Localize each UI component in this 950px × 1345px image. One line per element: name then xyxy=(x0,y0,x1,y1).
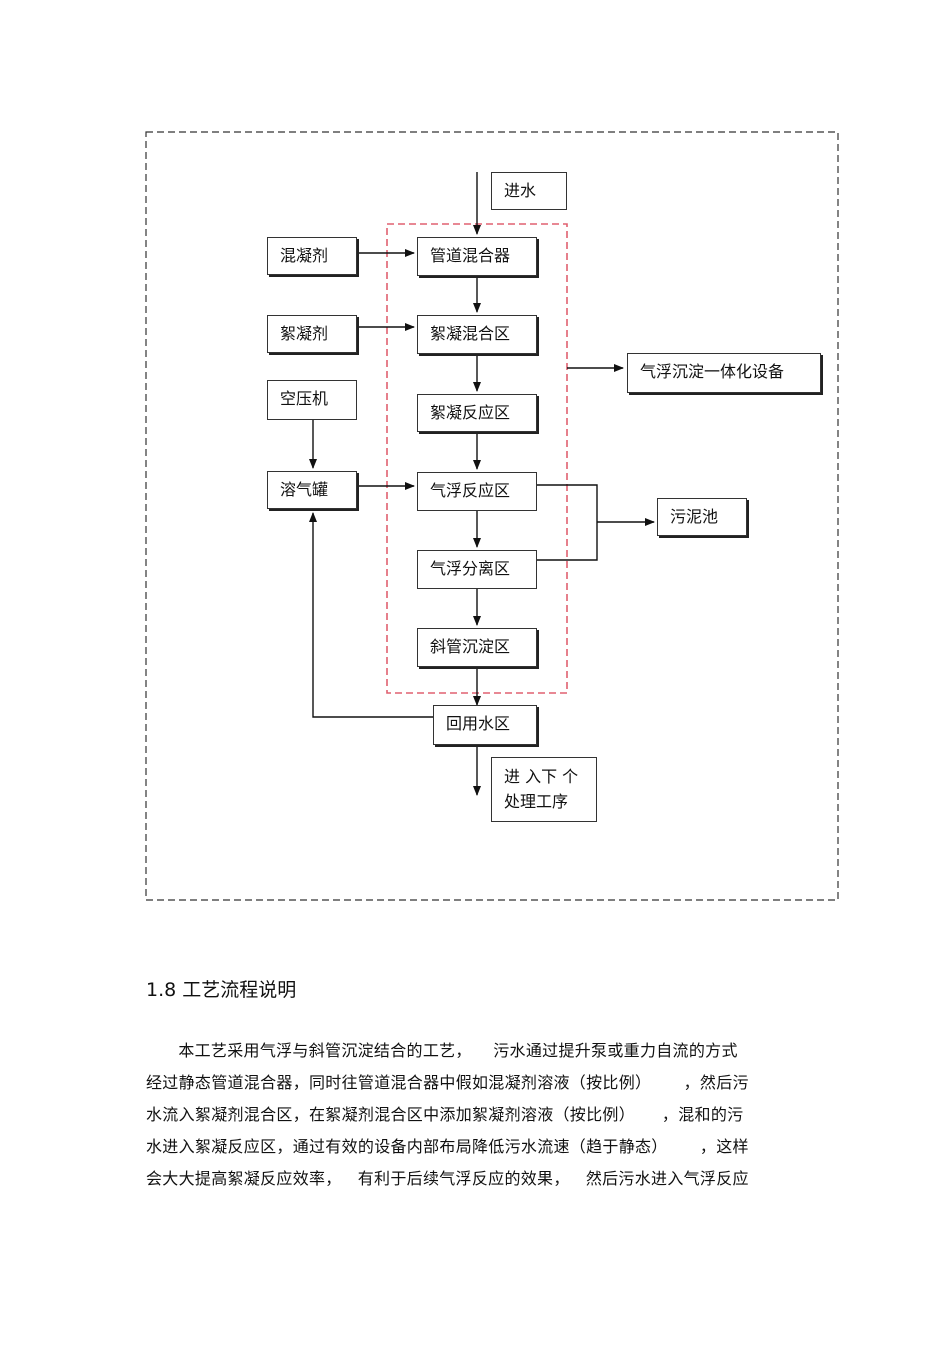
inlet-box: 进水 xyxy=(491,172,567,210)
flocculant-box: 絮凝剂 xyxy=(267,315,357,353)
float-reaction-zone-box: 气浮反应区 xyxy=(417,472,537,511)
paragraph-line: 水进入絮凝反应区，通过有效的设备内部布局降低污水流速（趋于静态） ，这样 xyxy=(146,1137,749,1156)
air-compressor-box: 空压机 xyxy=(267,380,357,420)
section-paragraph: 本工艺采用气浮与斜管沉淀结合的工艺， 污水通过提升泵或重力自流的方式 经过静态管… xyxy=(146,1035,806,1195)
coagulant-box: 混凝剂 xyxy=(267,237,357,275)
reuse-water-zone-box: 回用水区 xyxy=(433,705,537,745)
arrow-reuse-to-tank xyxy=(309,512,433,718)
process-flow-diagram xyxy=(145,131,839,901)
sludge-tank-box: 污泥池 xyxy=(657,498,747,536)
paragraph-line: 经过静态管道混合器，同时往管道混合器中假如混凝剂溶液（按比例） ，然后污 xyxy=(146,1073,749,1092)
next-process-line1: 进 入下 个 xyxy=(504,767,579,786)
section-title: 1.8 工艺流程说明 xyxy=(146,979,297,1001)
paragraph-line: 本工艺采用气浮与斜管沉淀结合的工艺， 污水通过提升泵或重力自流的方式 xyxy=(146,1041,738,1060)
paragraph-line: 水流入絮凝剂混合区，在絮凝剂混合区中添加絮凝剂溶液（按比例） ，混和的污 xyxy=(146,1105,744,1124)
integrated-equipment-box: 气浮沉淀一体化设备 xyxy=(627,353,821,393)
floc-mixing-zone-box: 絮凝混合区 xyxy=(417,315,537,354)
floc-reaction-zone-box: 絮凝反应区 xyxy=(417,394,537,432)
float-separation-zone-box: 气浮分离区 xyxy=(417,550,537,589)
paragraph-line: 会大大提高絮凝反应效率， 有利于后续气浮反应的效果， 然后污水进入气浮反应 xyxy=(146,1169,749,1188)
inclined-tube-zone-box: 斜管沉淀区 xyxy=(417,628,537,667)
next-process-box: 进 入下 个 处理工序 xyxy=(491,757,597,822)
outer-dashed-boundary xyxy=(145,131,839,901)
next-process-line2: 处理工序 xyxy=(504,792,569,811)
dissolved-air-tank-box: 溶气罐 xyxy=(267,471,357,509)
pipe-mixer-box: 管道混合器 xyxy=(417,237,537,276)
